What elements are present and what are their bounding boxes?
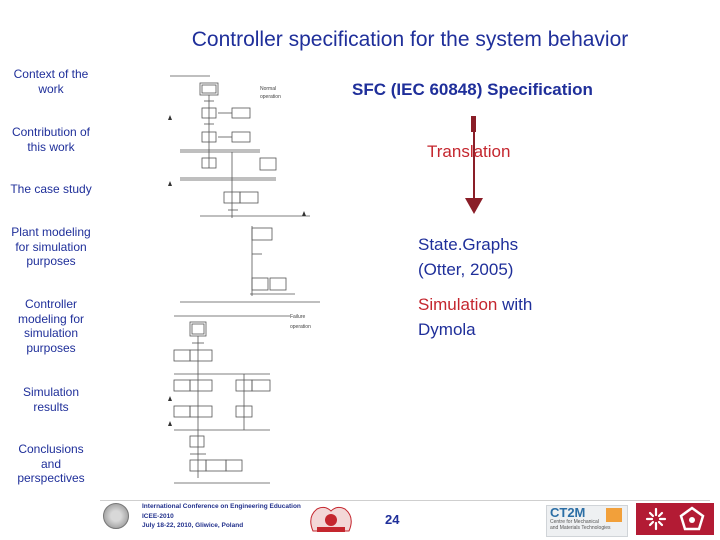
nav-item-plant-modeling[interactable]: Plant modeling for simulation purposes — [4, 225, 98, 269]
conference-info: International Conference on Engineering … — [142, 502, 301, 531]
nav-label: for simulation — [15, 239, 87, 254]
nav-item-contribution[interactable]: Contribution of this work — [4, 125, 98, 154]
nav-item-context[interactable]: Context of the work — [4, 67, 98, 96]
nav-label: and — [40, 456, 62, 471]
sfc-diagram-image: Normal operation Failure operation — [168, 75, 320, 484]
svg-text:operation: operation — [290, 324, 311, 330]
conference-code: ICEE-2010 — [142, 512, 174, 520]
page-number: 24 — [385, 512, 400, 527]
ct2m-subtitle: Centre for Mechanical and Materials Tech… — [550, 519, 611, 531]
nav-label: perspectives — [17, 471, 85, 485]
ct2m-subtitle-line: and Materials Technologies — [550, 525, 611, 531]
ct2m-logo-mark — [606, 508, 622, 522]
nav-label: this work — [27, 139, 75, 154]
university-logo-mark — [645, 506, 705, 531]
svg-text:operation: operation — [260, 94, 281, 100]
nav-label: Contribution of — [11, 125, 91, 139]
ct2m-subtitle-line: Centre for Mechanical — [550, 519, 599, 525]
nav-label: Controller — [24, 297, 78, 311]
svg-text:Normal: Normal — [260, 86, 276, 92]
conference-dates: July 18-22, 2010, Gliwice, Poland — [142, 522, 244, 529]
nav-item-controller-modeling[interactable]: Controller modeling for simulation purpo… — [4, 297, 98, 355]
down-arrow-icon — [465, 116, 483, 214]
nav-label: purposes — [26, 254, 76, 268]
nav-label: Plant modeling — [11, 225, 91, 239]
university-logo — [636, 503, 714, 535]
nav-item-simulation-results[interactable]: Simulation results — [4, 385, 98, 414]
stategraphs-text: State.Graphs (Otter, 2005) — [418, 232, 518, 282]
nav-label: purposes — [26, 340, 76, 355]
stategraphs-line: State.Graphs — [418, 235, 519, 254]
slide-title: Controller specification for the system … — [191, 28, 629, 51]
ct2m-logo: CT2M Centre for Mechanical and Materials… — [546, 505, 628, 537]
stategraphs-citation: (Otter, 2005) — [418, 260, 514, 279]
nav-label: simulation — [23, 326, 79, 340]
university-seal-logo — [103, 503, 129, 529]
nav-label: The case study — [10, 182, 92, 196]
nav-label: work — [38, 81, 64, 96]
nav-label: Simulation — [22, 385, 80, 399]
ct2m-logo-text: CT2M — [550, 505, 586, 520]
nav-label: Conclusions — [18, 442, 84, 456]
conference-name: International Conference on Engineering … — [142, 503, 301, 510]
footer-divider — [100, 500, 710, 501]
simulation-word: Simulation — [418, 295, 498, 314]
nav-item-case-study[interactable]: The case study — [4, 182, 98, 197]
nav-label: Context of the — [13, 67, 89, 81]
translation-label: Translation — [427, 142, 511, 161]
svg-text:Failure: Failure — [290, 314, 306, 320]
simulation-text: Simulation with Dymola — [418, 292, 532, 342]
simulation-rest: with — [497, 295, 533, 314]
sfc-specification-heading: SFC (IEC 60848) Specification — [352, 80, 593, 99]
nav-label: modeling for — [17, 311, 85, 326]
nav-label: results — [33, 399, 69, 414]
nav-item-conclusions[interactable]: Conclusions and perspectives — [4, 442, 98, 486]
dymola-label: Dymola — [418, 320, 476, 339]
conference-badge-logo — [310, 506, 352, 532]
agenda-nav: Context of the work Contribution of this… — [0, 0, 100, 500]
